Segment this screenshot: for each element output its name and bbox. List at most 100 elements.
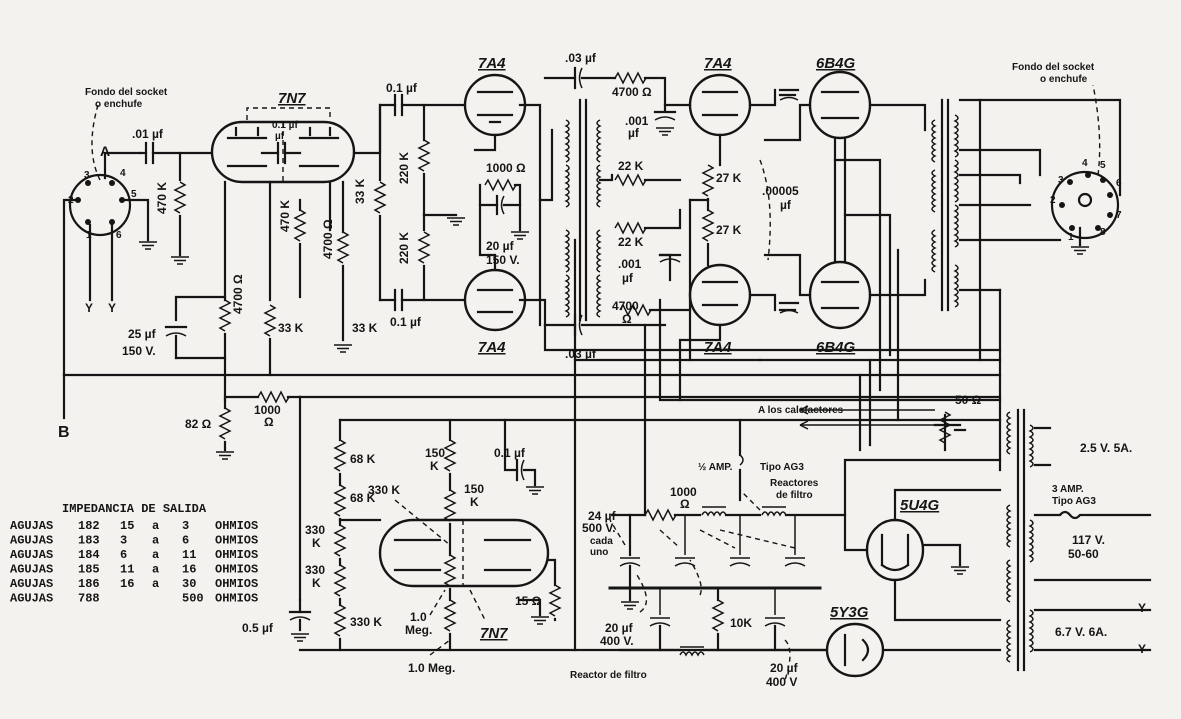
impedance-cell: a <box>152 519 159 533</box>
r-150b-label: 150 <box>464 482 484 496</box>
r-330d-label: 330 K <box>350 615 382 629</box>
node-a-label: A <box>100 143 110 159</box>
tube-7n7-top: 7N7 <box>278 90 306 107</box>
impedance-cell: OHMIOS <box>215 548 258 562</box>
impedance-cell: 15 <box>120 519 134 533</box>
c-01a-label: .01 µf <box>132 127 164 141</box>
impedance-cell: 3 <box>120 534 127 548</box>
impedance-cell: AGUJAS <box>10 534 53 548</box>
r-1meg-b-label: 1.0 Meg. <box>408 661 455 675</box>
impedance-cell: AGUJAS <box>10 548 53 562</box>
output-socket <box>1050 84 1120 255</box>
r-4700a-label: 4700 Ω <box>231 274 245 314</box>
tube-7a4-4: 7A4 <box>704 339 732 356</box>
c-05-label: 0.5 µf <box>242 621 274 635</box>
socket-right-label-1: Fondo del socket <box>1012 62 1095 73</box>
input-socket <box>62 104 158 377</box>
stage-6b4g-output <box>759 70 927 392</box>
impedance-cell: 16 <box>182 563 196 577</box>
y-label-3: Y <box>1138 601 1146 615</box>
tube-6b4g-1: 6B4G <box>816 55 856 72</box>
r-220a-label: 220 K <box>397 152 411 184</box>
r-1meg-a-unit: Meg. <box>405 623 432 637</box>
impedance-cell: 184 <box>78 548 100 562</box>
c-20c-label: 20 µf <box>770 661 799 675</box>
tube-7a4-3: 7A4 <box>704 55 732 72</box>
heater-67-label: 6.7 V. 6A. <box>1055 625 1107 639</box>
heater-25-label: 2.5 V. 5A. <box>1080 441 1132 455</box>
impedance-cell: a <box>152 548 159 562</box>
pin-right-7: 7 <box>1116 210 1122 221</box>
impedance-cell: 788 <box>78 592 100 606</box>
y-label-1: Y <box>85 301 93 315</box>
r-330b-label: 330 <box>305 523 325 537</box>
c-00005-label: .00005 <box>762 184 799 198</box>
c-01d-label: 0.1 µf <box>390 315 422 329</box>
c-01b-label: 0.1 µf <box>272 120 298 131</box>
stage-7a4-driver <box>663 73 777 402</box>
c-01b-unit: µf <box>275 131 285 142</box>
impedance-cell: 16 <box>120 577 134 591</box>
r-1000a-label: 1000 Ω <box>486 161 526 175</box>
stage-7n7-bottom <box>288 395 1002 656</box>
r-330c-unit: K <box>312 576 321 590</box>
r-4700d-label: 4700 <box>612 299 639 313</box>
c-24-label: 24 µf <box>588 509 617 523</box>
r-68a-label: 68 K <box>350 452 376 466</box>
r-27a-label: 27 K <box>716 171 742 185</box>
r-1000b-label: 1000 <box>254 403 281 417</box>
interstage-transformer <box>538 66 692 337</box>
y-label-2: Y <box>108 301 116 315</box>
c-001a-label: .001 <box>625 114 649 128</box>
schematic-labels: Fondo del socket o enchufe Fondo del soc… <box>58 51 1146 689</box>
pin-right-6: 6 <box>1116 178 1122 189</box>
c-001b-label: .001 <box>618 257 642 271</box>
r-82-label: 82 Ω <box>185 417 212 431</box>
r-33b-label: 33 K <box>278 321 304 335</box>
c-03b-label: .03 µf <box>565 347 597 361</box>
socket-right-label-2: o enchufe <box>1040 74 1088 85</box>
fuse-3-type: Tipo AG3 <box>1052 496 1096 507</box>
tube-7a4-1: 7A4 <box>478 55 506 72</box>
impedance-cell: 6 <box>182 534 189 548</box>
c-01c-label: 0.1 µf <box>386 81 418 95</box>
pin-right-8: 8 <box>1100 227 1106 238</box>
r-1000c-label: 1000 <box>670 485 697 499</box>
socket-left-label-1: Fondo del socket <box>85 87 168 98</box>
pin-left-2: 2 <box>68 195 74 206</box>
r-330b-unit: K <box>312 536 321 550</box>
impedance-cell: 182 <box>78 519 100 533</box>
filter-reactor-label: Reactor de filtro <box>570 670 647 681</box>
tube-7a4-2: 7A4 <box>478 339 506 356</box>
fuse-3-label: 3 AMP. <box>1052 484 1084 495</box>
r-68b-label: 68 K <box>350 491 376 505</box>
pin-left-6: 6 <box>116 230 122 241</box>
c-24-volt: 500 V. <box>582 521 616 535</box>
r-1000c-unit: Ω <box>680 497 690 511</box>
tube-7n7-bottom: 7N7 <box>480 625 508 642</box>
heaters-label: A los calefactores <box>758 405 844 416</box>
c-00005-unit: µf <box>780 198 792 212</box>
y-label-4: Y <box>1138 642 1146 656</box>
r-470a-label: 470 K <box>155 182 169 214</box>
impedance-cell: 500 <box>182 592 204 606</box>
pin-right-2: 2 <box>1050 195 1056 206</box>
impedance-cell: OHMIOS <box>215 563 258 577</box>
impedance-cell: AGUJAS <box>10 577 53 591</box>
r-330a-label: 330 K <box>368 483 400 497</box>
r-150a-label: 150 <box>425 446 445 460</box>
r-4700c-label: 4700 Ω <box>612 85 652 99</box>
r-1meg-a-label: 1.0 <box>410 610 427 624</box>
pin-right-5: 5 <box>1100 160 1106 171</box>
pin-left-5: 5 <box>131 189 137 200</box>
r-27b-label: 27 K <box>716 223 742 237</box>
each-label-1: cada <box>590 536 613 547</box>
impedance-cell: OHMIOS <box>215 519 258 533</box>
r-4700d-unit: Ω <box>622 312 632 326</box>
filter-reactors-2: de filtro <box>776 490 813 501</box>
fuse-half-type: Tipo AG3 <box>760 462 804 473</box>
impedance-cell: AGUJAS <box>10 519 53 533</box>
c-20b-label: 20 µf <box>605 621 634 635</box>
impedance-cell: AGUJAS <box>10 592 53 606</box>
